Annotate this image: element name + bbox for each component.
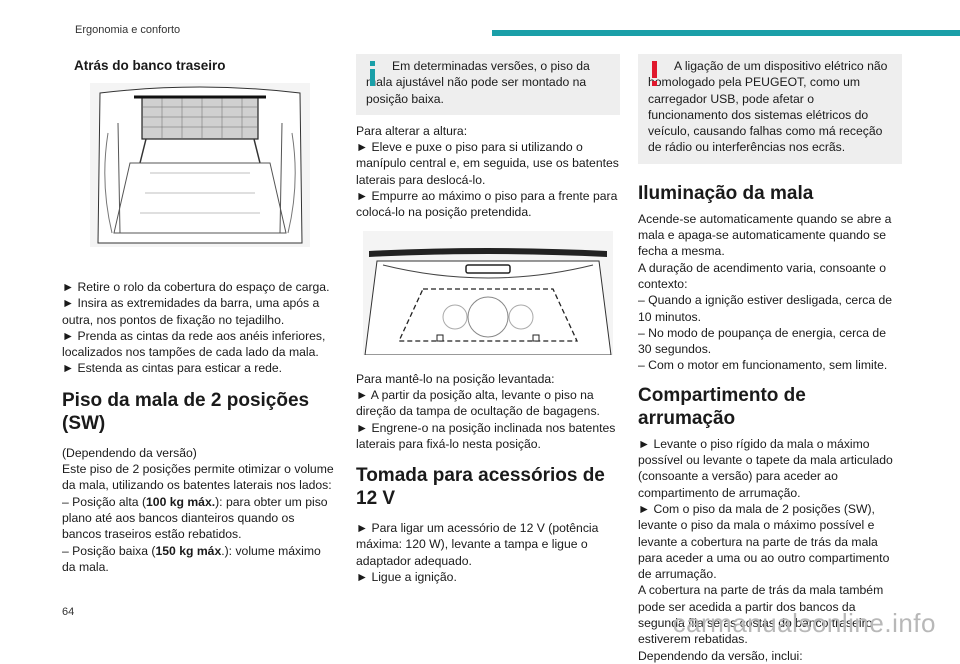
- column-2: Em determinadas versões, o piso da mala …: [356, 54, 620, 585]
- header-accent-bar: [492, 30, 960, 36]
- heading-storage-compartment: Compartimento de arrumação: [638, 384, 806, 429]
- running-header: Ergonomia e conforto: [75, 24, 181, 36]
- column-3: A ligação de um dispositivo elétrico não…: [638, 54, 902, 664]
- floor-intro: (Dependendo da versão) Este piso de 2 po…: [62, 445, 334, 493]
- heading-two-position-floor: Piso da mala de 2 posições (SW): [62, 389, 310, 434]
- heading-trunk-lighting: Iluminação da mala: [638, 182, 814, 204]
- warning-note-text: A ligação de um dispositivo elétrico não…: [648, 59, 888, 155]
- watermark: carmanualsonline.info: [672, 608, 936, 638]
- raised-position-steps: Para mantê-lo na posição levantada: ► A …: [356, 371, 616, 451]
- heading-12v-socket: Tomada para acessórios de 12 V: [356, 465, 605, 510]
- trunk-floor-illustration: [363, 230, 613, 356]
- subheading-behind-rear-seat: Atrás do banco traseiro: [74, 58, 226, 73]
- socket-steps: ► Para ligar um acessório de 12 V (potên…: [356, 521, 599, 585]
- warning-note: A ligação de um dispositivo elétrico não…: [638, 54, 902, 164]
- storage-compartment-text: ► Levante o piso rígido da mala o máximo…: [638, 436, 893, 663]
- net-installation-steps: ► Retire o rolo da cobertura do espaço d…: [62, 280, 330, 376]
- height-adjust-steps: Para alterar a altura: ► Eleve e puxe o …: [356, 123, 619, 220]
- warning-icon: [652, 61, 657, 86]
- column-1: Atrás do banco traseiro ► Retire o rolo …: [62, 58, 334, 575]
- cargo-net-illustration: [90, 83, 310, 247]
- page-number: 64: [62, 606, 75, 618]
- info-note-text: Em determinadas versões, o piso da mala …: [366, 59, 590, 106]
- trunk-floor-figure: [363, 230, 613, 356]
- floor-high-position: – Posição alta (100 kg máx.): para obter…: [62, 494, 328, 542]
- trunk-net-figure: [90, 83, 310, 247]
- info-icon: [370, 61, 375, 86]
- trunk-lighting-text: Acende-se automaticamente quando se abre…: [638, 211, 893, 373]
- info-note: Em determinadas versões, o piso da mala …: [356, 54, 620, 115]
- floor-low-position: – Posição baixa (150 kg máx.): volume má…: [62, 543, 321, 574]
